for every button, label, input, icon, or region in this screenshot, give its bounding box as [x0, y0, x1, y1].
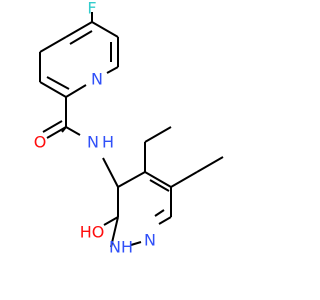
pyridazinone-ring: [103, 171, 172, 248]
bond: [46, 76, 70, 90]
bond: [158, 216, 172, 225]
bond: [102, 157, 119, 188]
pyridine-nitrogen: N: [91, 70, 103, 89]
bond: [110, 216, 119, 248]
pyridine-ring: [39, 21, 119, 98]
hydroxyl-group: HO: [80, 223, 105, 242]
bond: [106, 66, 119, 74]
bond: [144, 126, 172, 143]
bond: [91, 21, 119, 38]
bond: [170, 171, 198, 188]
amide-hydrogen: H: [102, 133, 114, 152]
ethyl-groups: [144, 126, 224, 188]
bond: [103, 216, 119, 226]
chemical-structure: F N O N H N NH HO: [34, 0, 224, 257]
bond: [149, 179, 170, 192]
ring-nh-group: NH: [109, 238, 133, 257]
ring-nitrogen: N: [144, 231, 156, 250]
bond: [65, 84, 87, 98]
fluorine-atom: F: [87, 0, 96, 18]
bond: [154, 209, 165, 217]
bond: [69, 30, 93, 45]
amide-group: [42, 97, 119, 188]
bond: [65, 126, 81, 136]
bond: [42, 120, 63, 133]
bond: [39, 36, 67, 53]
bond: [117, 171, 146, 188]
amide-nitrogen: N: [87, 133, 99, 152]
bond: [39, 81, 67, 98]
bond: [196, 156, 224, 173]
amide-oxygen: O: [34, 133, 47, 152]
bond: [144, 171, 172, 188]
bond: [130, 241, 142, 246]
bond: [65, 21, 93, 38]
bond: [46, 126, 67, 139]
